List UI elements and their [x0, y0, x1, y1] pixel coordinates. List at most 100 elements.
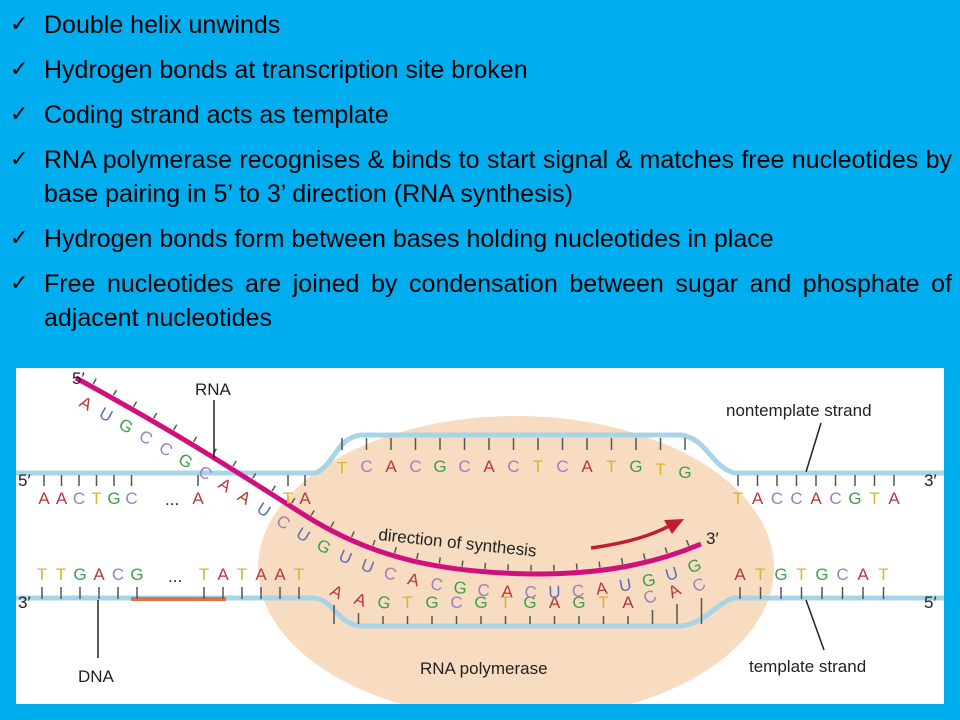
rna-base: G [685, 555, 704, 577]
bottom-3prime-label: 3′ [18, 593, 31, 612]
top-3prime-label: 3′ [924, 471, 937, 490]
dna-label: DNA [78, 667, 115, 686]
template-base: C [836, 565, 848, 584]
bottom-ellipsis: ... [168, 567, 182, 586]
template-base: T [294, 565, 304, 584]
template-base: A [857, 565, 869, 584]
check-icon: ✓ [10, 147, 29, 172]
template-base: T [500, 593, 510, 612]
rna-strand-line [74, 375, 702, 577]
base-tick [232, 460, 237, 467]
nontemplate-base: A [56, 489, 68, 508]
rna-base: U [548, 583, 561, 602]
nontemplate-base: T [869, 489, 879, 508]
nontemplate-base: T [533, 457, 543, 476]
template-base: T [237, 565, 247, 584]
nontemplate-label: nontemplate strand [726, 401, 872, 420]
rna-base: C [136, 426, 156, 449]
template-base: G [572, 593, 585, 612]
base-tick [685, 539, 690, 546]
nontemplate-base: C [829, 489, 841, 508]
template-base: C [112, 565, 124, 584]
base-tick [461, 560, 464, 567]
base-tick [310, 510, 315, 516]
nontemplate-base: G [678, 463, 691, 482]
bullet-item: ✓ Hydrogen bonds form between bases holdi… [8, 222, 952, 256]
top-5prime-label: 5′ [18, 471, 31, 490]
rna-5prime-label: 5′ [72, 369, 85, 388]
nontemplate-base: T [91, 489, 101, 508]
template-base: T [37, 565, 47, 584]
rna-polymerase-shape [258, 416, 774, 704]
nontemplate-base: T [606, 457, 616, 476]
rna-base: G [115, 415, 136, 438]
bullet-text: Free nucleotides are joined by condensat… [44, 270, 952, 332]
template-base: G [774, 565, 787, 584]
template-base: A [274, 565, 286, 584]
base-tick [132, 401, 138, 408]
top-ellipsis: ... [165, 490, 179, 509]
nontemplate-base: A [888, 489, 900, 508]
base-tick [664, 547, 668, 554]
nontemplate-base: G [629, 457, 642, 476]
base-tick [372, 539, 376, 547]
base-tick [251, 472, 257, 479]
template-base: G [523, 593, 536, 612]
polymerase-label: RNA polymerase [420, 659, 548, 678]
nontemplate-leader-line [805, 422, 822, 473]
base-tick [192, 436, 198, 443]
rna-label: RNA [195, 380, 232, 399]
nontemplate-strand-line [16, 432, 944, 476]
direction-arrowhead-icon [664, 519, 684, 534]
rna-base: G [640, 570, 657, 592]
rna-base: A [406, 569, 422, 590]
rna-base: A [215, 474, 235, 496]
bullet-item: ✓Double helix unwinds [8, 8, 952, 42]
bullet-text: RNA polymerase recognises & binds to sta… [44, 146, 952, 208]
base-tick [153, 412, 158, 419]
template-base: T [878, 565, 888, 584]
check-icon: ✓ [10, 271, 29, 296]
rna-3prime-label: 3′ [706, 529, 719, 548]
base-tick [173, 424, 178, 431]
bullet-item: ✓Hydrogen bonds at transcription site br… [8, 53, 952, 87]
base-tick [350, 531, 355, 538]
direction-arrow [590, 523, 672, 550]
nontemplate-base: C [409, 457, 421, 476]
nontemplate-base: A [38, 489, 50, 508]
template-base: G [425, 593, 438, 612]
nontemplate-base: C [507, 457, 519, 476]
nontemplate-base: T [655, 460, 665, 479]
nontemplate-base: A [483, 457, 495, 476]
template-base: G [474, 593, 487, 612]
nontemplate-base: A [581, 457, 593, 476]
check-icon: ✓ [10, 226, 29, 251]
check-icon: ✓ [10, 102, 29, 127]
rna-base: U [253, 499, 274, 522]
template-base: T [56, 565, 66, 584]
rna-base: U [96, 404, 116, 427]
nontemplate-base: G [107, 489, 120, 508]
base-tick [620, 557, 624, 565]
nontemplate-base: G [433, 457, 446, 476]
base-tick [393, 546, 398, 554]
nontemplate-base: A [299, 489, 311, 508]
rna-base: A [501, 582, 514, 602]
nontemplate-base: C [790, 489, 802, 508]
template-base: T [199, 565, 209, 584]
template-base: A [93, 565, 105, 584]
nontemplate-base: A [752, 489, 764, 508]
nontemplate-base: C [458, 457, 470, 476]
nontemplate-base: A [810, 489, 822, 508]
base-tick [575, 563, 578, 570]
rna-base: A [595, 579, 609, 599]
rna-base: U [618, 575, 633, 596]
template-base: A [622, 593, 634, 612]
nontemplate-base: T [337, 459, 347, 478]
bullet-text: Hydrogen bonds form between bases holdin… [44, 225, 774, 253]
rna-base: A [76, 393, 96, 415]
base-tick [92, 378, 97, 385]
nontemplate-base: T [283, 489, 293, 508]
template-base: A [734, 565, 746, 584]
